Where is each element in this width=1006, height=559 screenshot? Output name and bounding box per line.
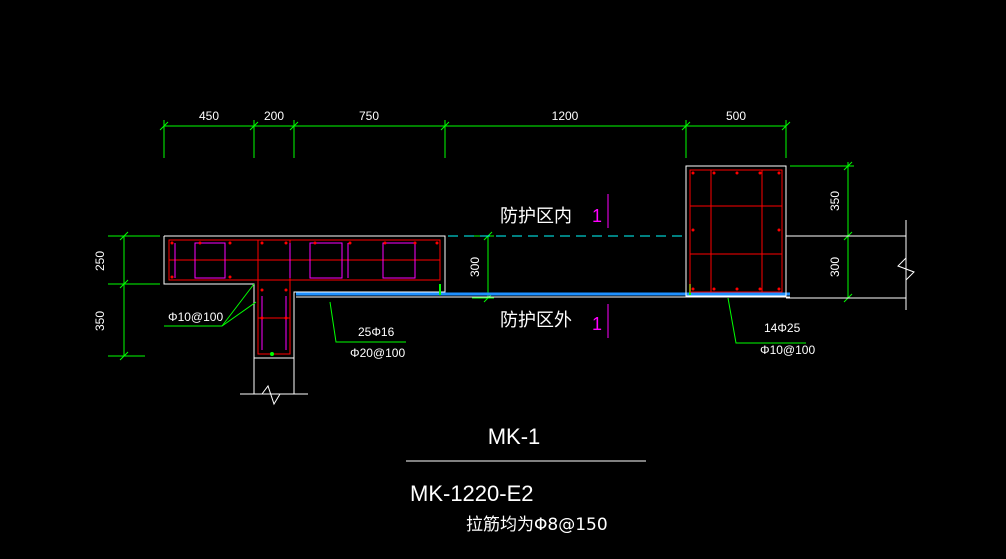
zone-outside-label: 防护区外 <box>500 310 572 331</box>
drawing-note: 拉筋均为Φ8@150 <box>466 515 608 535</box>
top-dimensions <box>159 120 791 158</box>
left-dimensions <box>108 231 160 361</box>
dim-450: 450 <box>199 109 219 123</box>
dim-750: 750 <box>359 109 379 123</box>
zone-inside-label: 防护区内 <box>500 206 572 227</box>
dim-200: 200 <box>264 109 284 123</box>
drawing-code: MK-1220-E2 <box>410 481 534 506</box>
dim-300-right: 300 <box>828 257 842 277</box>
right-column-outline <box>685 165 915 310</box>
dim-350-right: 350 <box>828 191 842 211</box>
rebar-right-bottom-label: Φ10@100 <box>760 343 815 357</box>
zone-outside-marker: 1 <box>592 314 602 334</box>
left-stirrups <box>174 242 416 350</box>
rebar-right-top-label: 14Φ25 <box>764 321 801 335</box>
right-column-rebar <box>689 169 783 293</box>
right-column-dots <box>691 171 781 291</box>
dim-300-mid: 300 <box>468 257 482 277</box>
slab-line <box>296 284 790 298</box>
zone-inside-marker: 1 <box>592 206 602 226</box>
rebar-left-label: Φ10@100 <box>168 310 223 324</box>
left-rebar-dots <box>170 241 439 356</box>
left-anchor-dot <box>270 352 274 356</box>
dim-350-left: 350 <box>93 311 107 331</box>
leader-lines <box>164 283 806 344</box>
dim-1200: 1200 <box>552 109 579 123</box>
dim-500: 500 <box>726 109 746 123</box>
dim-250: 250 <box>93 251 107 271</box>
rebar-mid-bottom-label: Φ20@100 <box>350 346 405 360</box>
drawing-title: MK-1 <box>488 424 541 449</box>
left-structure-outline <box>163 235 446 406</box>
rebar-mid-top-label: 25Φ16 <box>358 325 395 339</box>
